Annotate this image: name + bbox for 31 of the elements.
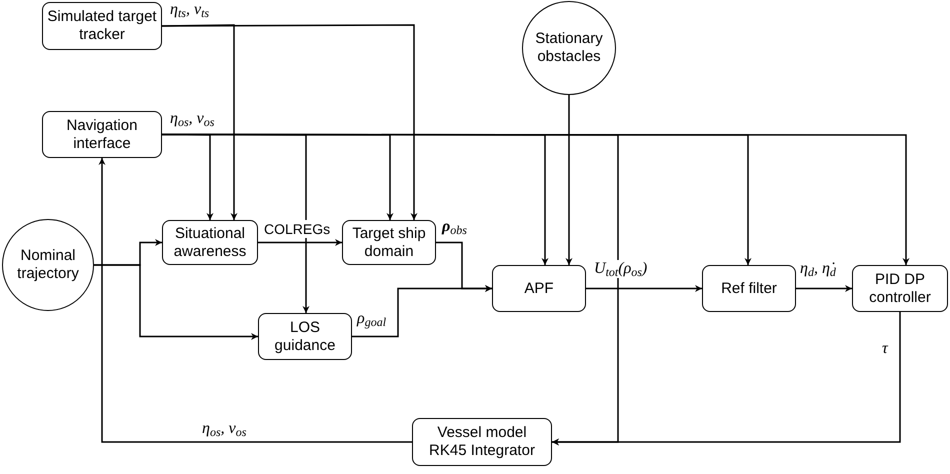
arrow [552,312,901,446]
node-label: APF [524,280,554,298]
arrow [162,24,418,220]
process-box [162,220,258,265]
node-label: LOS guidance [274,318,336,354]
process-box [42,111,162,158]
arrow [98,158,412,443]
process-box [42,2,162,50]
arrow [586,285,702,292]
arrow [796,285,852,292]
node-label: Stationary obstacles [534,30,604,66]
process-box [342,220,436,265]
edge-label: η$_{d}$, η̇$_{d}$ [798,260,838,278]
node-label: Target ship domain [351,224,427,260]
node-label: Ref filter [721,280,777,298]
arrow [566,95,572,265]
node-label: Navigation interface [66,116,138,152]
arrow [352,285,492,338]
process-box [258,313,352,360]
process-box [852,265,948,312]
arrow [94,264,258,340]
node-label: Simulated target tracker [47,8,157,44]
node-label: PID DP controller [868,270,932,306]
node-label: Nominal trajectory [16,247,80,283]
node-label: Situational awareness [172,224,248,260]
edge-label: COLREGs [262,220,332,238]
arrow [258,239,342,246]
process-box [702,265,796,312]
process-box [492,265,586,312]
process-box [412,418,552,466]
node-label: Vessel model RK45 Integrator [428,424,536,460]
